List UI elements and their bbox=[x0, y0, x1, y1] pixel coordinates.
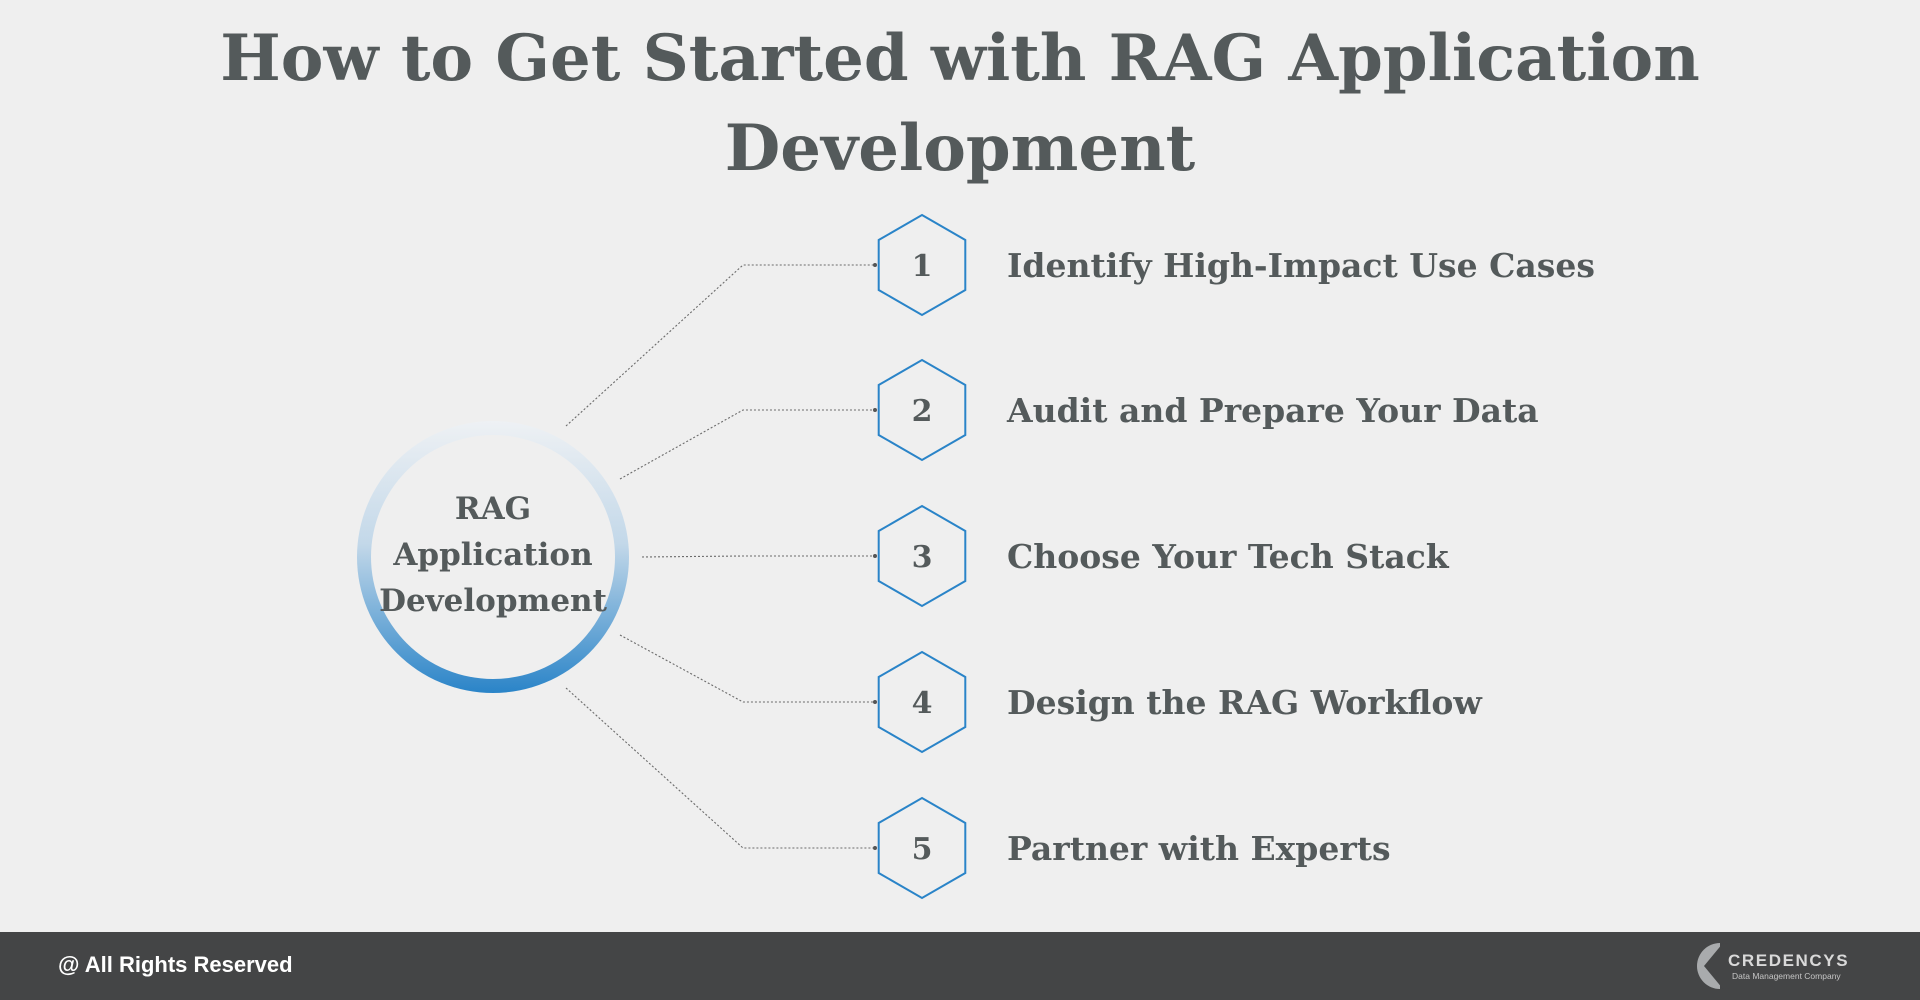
connector-end-dot-2 bbox=[873, 408, 877, 412]
step-5-label: Partner with Experts bbox=[1007, 829, 1391, 868]
step-1-number: 1 bbox=[912, 249, 933, 284]
connector-end-dot-3 bbox=[873, 554, 877, 558]
step-3: 3 Choose Your Tech Stack bbox=[877, 504, 1450, 608]
step-3-hexagon-icon bbox=[877, 504, 967, 608]
center-label-line-3: Development bbox=[379, 583, 608, 619]
step-3-label: Choose Your Tech Stack bbox=[1007, 537, 1450, 576]
connector-end-dot-5 bbox=[873, 846, 877, 850]
step-3-number: 3 bbox=[912, 540, 933, 575]
step-4: 4 Design the RAG Workflow bbox=[877, 650, 1483, 754]
connector-line-3 bbox=[641, 555, 875, 558]
logo-name: CREDENCYS bbox=[1728, 951, 1850, 970]
step-4-hexagon-icon bbox=[877, 650, 967, 754]
step-1-hexagon-icon bbox=[877, 213, 967, 317]
credencys-logo-mark-icon bbox=[1697, 943, 1746, 989]
step-4-label: Design the RAG Workflow bbox=[1007, 683, 1483, 722]
center-circle: RAG Application Development bbox=[357, 421, 629, 693]
steps-group: 1 Identify High-Impact Use Cases 2 Audit an… bbox=[877, 213, 1595, 900]
connector-line-5 bbox=[565, 687, 875, 849]
step-1-label: Identify High-Impact Use Cases bbox=[1007, 246, 1595, 285]
step-2-label: Audit and Prepare Your Data bbox=[1006, 391, 1539, 430]
center-label-line-2: Application bbox=[392, 537, 592, 573]
page-title: How to Get Started with RAG Application … bbox=[220, 21, 1700, 186]
connector-end-dot-1 bbox=[873, 263, 877, 267]
step-5-hexagon-icon bbox=[877, 796, 967, 900]
footer: @ All Rights Reserved CREDENCYS Data Man… bbox=[0, 932, 1920, 1000]
connector-line-4 bbox=[619, 634, 875, 703]
connector-line-1 bbox=[565, 264, 875, 427]
copyright-text: @ All Rights Reserved bbox=[58, 952, 293, 977]
step-4-number: 4 bbox=[912, 686, 933, 721]
step-1: 1 Identify High-Impact Use Cases bbox=[877, 213, 1595, 317]
connector-lines bbox=[565, 263, 877, 850]
step-5-number: 5 bbox=[912, 832, 933, 867]
step-2-number: 2 bbox=[912, 394, 933, 429]
step-2: 2 Audit and Prepare Your Data bbox=[877, 358, 1539, 462]
step-5: 5 Partner with Experts bbox=[877, 796, 1391, 900]
step-2-hexagon-icon bbox=[877, 358, 967, 462]
center-label-line-1: RAG bbox=[455, 491, 531, 527]
connector-end-dot-4 bbox=[873, 700, 877, 704]
connector-line-2 bbox=[619, 409, 875, 480]
logo-tagline: Data Management Company bbox=[1732, 971, 1841, 981]
credencys-logo: CREDENCYS Data Management Company bbox=[1690, 940, 1860, 992]
